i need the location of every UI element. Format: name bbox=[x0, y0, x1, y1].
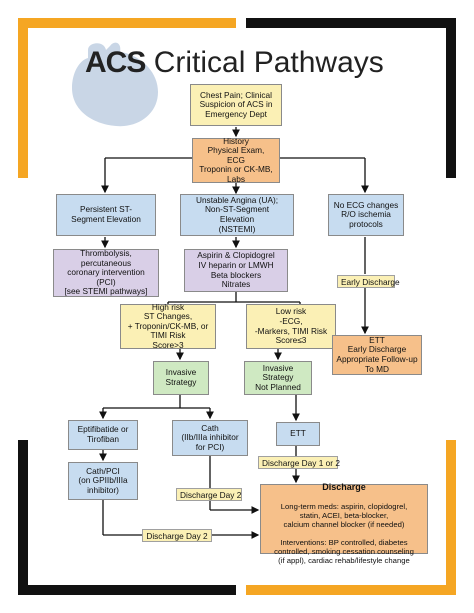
node-invasive-not-planned: Invasive Strategy Not Planned bbox=[244, 361, 312, 395]
label-discharge-day-2-lower: Discharge Day 2 bbox=[142, 529, 212, 542]
node-persistent-st: Persistent ST- Segment Elevation bbox=[56, 194, 156, 236]
node-low-risk: Low risk -ECG, -Markers, TIMI Risk Score… bbox=[246, 304, 336, 349]
node-chest-pain: Chest Pain; Clinical Suspicion of ACS in… bbox=[190, 84, 282, 126]
node-cath: Cath (IIb/IIIa inhibitor for PCI) bbox=[172, 420, 248, 456]
node-invasive-strategy: Invasive Strategy bbox=[153, 361, 209, 395]
discharge-title: Discharge bbox=[322, 481, 366, 492]
label-early-discharge: Early Discharge bbox=[337, 275, 400, 288]
left-orange-bar bbox=[18, 18, 28, 178]
node-ett-early-discharge: ETT Early Discharge Appropriate Follow-u… bbox=[332, 335, 422, 375]
node-aspirin: Aspirin & Clopidogrel IV heparin or LMWH… bbox=[184, 249, 288, 292]
bottom-left-black-bar bbox=[18, 585, 236, 595]
label-discharge-day-2-upper: Discharge Day 2 bbox=[176, 488, 242, 501]
bottom-right-orange-bar bbox=[246, 585, 456, 595]
right-black-bar bbox=[446, 18, 456, 178]
node-ett: ETT bbox=[276, 422, 320, 446]
node-no-ecg-changes: No ECG changes R/O ischemia protocols bbox=[328, 194, 404, 236]
node-history: History Physical Exam, ECG Troponin or C… bbox=[192, 136, 280, 184]
discharge-content: Discharge Long-term meds: aspirin, clopi… bbox=[274, 474, 414, 565]
node-eptifibatide: Eptifibatide or Tirofiban bbox=[68, 420, 138, 450]
node-discharge: Discharge Long-term meds: aspirin, clopi… bbox=[260, 482, 428, 565]
heart-icon bbox=[72, 42, 158, 127]
discharge-body: Long-term meds: aspirin, clopidogrel, st… bbox=[274, 501, 414, 565]
title-acronym: ACS bbox=[85, 46, 146, 79]
top-left-orange-bar bbox=[18, 18, 236, 28]
node-cath-pci: Cath/PCI (on GPIIb/IIIa inhibitor) bbox=[68, 462, 138, 500]
right-orange-bar bbox=[446, 440, 456, 595]
left-black-bar bbox=[18, 440, 28, 595]
node-unstable-angina: Unstable Angina (UA); Non-ST-Segment Ele… bbox=[180, 194, 294, 236]
page-title: ACS Critical Pathways bbox=[85, 46, 384, 80]
node-high-risk: High risk ST Changes, + Troponin/CK-MB, … bbox=[120, 302, 216, 350]
node-thrombolysis: Thrombolysis, percutaneous coronary inte… bbox=[53, 248, 159, 297]
title-text: Critical Pathways bbox=[153, 46, 384, 79]
top-right-black-bar bbox=[246, 18, 456, 28]
label-discharge-day-1-2: Discharge Day 1 or 2 bbox=[258, 456, 340, 469]
